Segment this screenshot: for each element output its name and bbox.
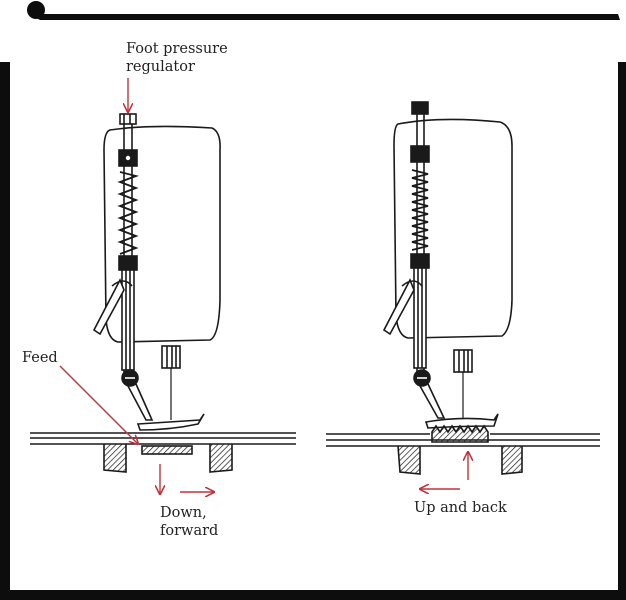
down-forward-line-2: forward — [160, 523, 219, 539]
left-spring — [117, 171, 140, 255]
foot-pressure-line-2: regulator — [126, 59, 195, 75]
up-and-back-label: Up and back — [414, 500, 507, 516]
feed-pointer-line — [59, 365, 138, 444]
down-forward-label: Down, forward — [160, 504, 218, 540]
left-bed — [30, 432, 296, 445]
left-presser-foot — [136, 413, 205, 431]
down-forward-line-1: Down, — [160, 505, 207, 521]
left-regulator-screw — [119, 113, 137, 125]
right-feed-dog — [431, 424, 489, 443]
right-machine — [326, 101, 600, 475]
right-spring — [411, 169, 429, 251]
foot-pressure-line-1: Foot pressure — [126, 41, 228, 57]
right-bed — [326, 433, 600, 447]
motion-arrows — [59, 78, 468, 494]
left-machine — [30, 113, 296, 473]
foot-pressure-regulator-label: Foot pressure regulator — [126, 40, 228, 76]
left-feed-dog — [141, 445, 193, 455]
right-regulator-screw — [411, 101, 429, 115]
feed-label: Feed — [22, 350, 58, 366]
